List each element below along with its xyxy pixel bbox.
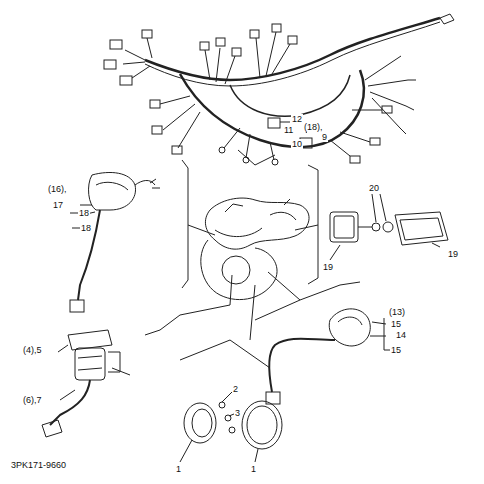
callout-number: (4),5 (22, 345, 43, 355)
reflector-assembly (330, 194, 448, 260)
callout-number: 15 (390, 345, 402, 355)
callout-number: 19 (322, 262, 334, 272)
callout-number: 1 (175, 464, 182, 474)
headlight (180, 392, 282, 462)
left-handlebar-switch (70, 172, 160, 312)
callout-number: 15 (390, 319, 402, 329)
callout-number: 19 (447, 249, 459, 259)
callout-number: 17 (52, 200, 64, 210)
callout-number: 18 (80, 223, 92, 233)
callout-number: 10 (291, 139, 303, 149)
part-code: 3PK171-9660 (10, 460, 67, 470)
callout-number: (6),7 (22, 395, 43, 405)
callout-number: 3 (234, 408, 241, 418)
callout-number: (18), (303, 122, 324, 132)
callout-number: (16), (47, 184, 68, 194)
callout-number: 11 (283, 125, 294, 135)
callout-number: 2 (232, 384, 239, 394)
callout-number: 12 (291, 114, 303, 124)
wire-harness (104, 14, 454, 165)
motorcycle-outline (201, 198, 309, 300)
callout-number: 1 (250, 464, 257, 474)
callout-number: 9 (321, 132, 328, 142)
callout-number: 20 (368, 183, 380, 193)
callout-number: 18 (78, 208, 90, 218)
main-switch (42, 330, 130, 437)
callout-number: (13) (388, 307, 406, 317)
right-handlebar-switch (266, 309, 390, 404)
panel-brackets (145, 150, 360, 368)
callout-number: 14 (395, 330, 407, 340)
